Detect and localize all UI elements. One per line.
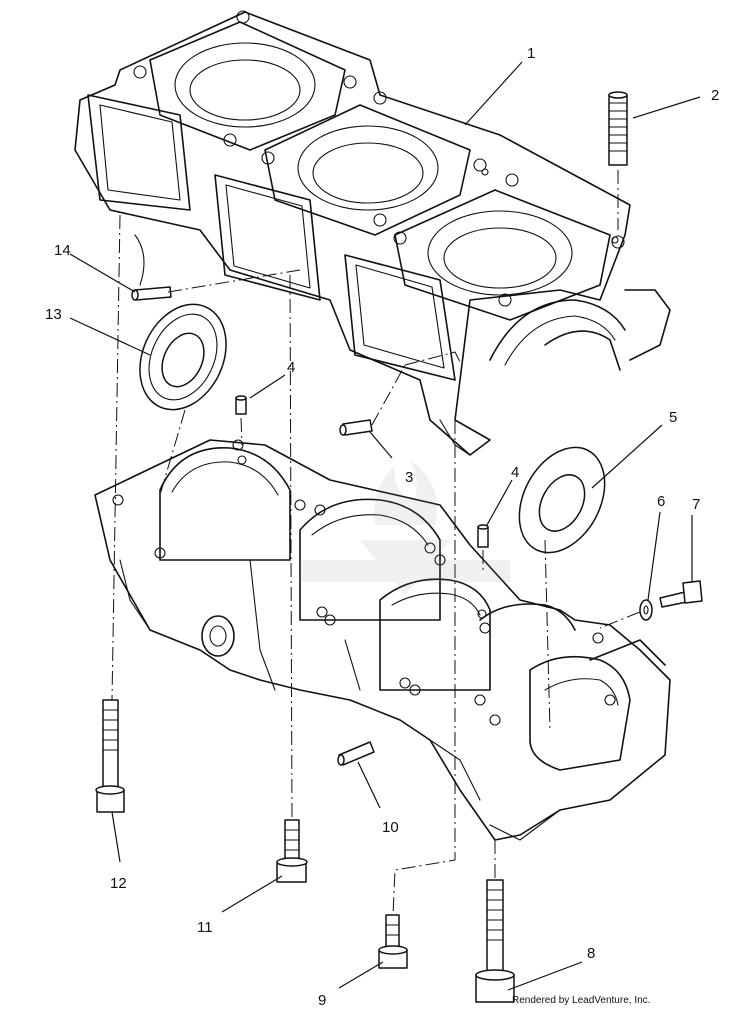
- bolt-part-11: [276, 819, 308, 883]
- callout-3: 3: [405, 469, 414, 486]
- stud-part-2: [608, 91, 628, 166]
- render-credit: Rendered by LeadVenture, Inc.: [512, 995, 651, 1006]
- assembly-centerlines: [111, 170, 641, 916]
- pin-part-10: [337, 741, 375, 766]
- leader-lines: [69, 61, 701, 991]
- washer-part-6: [639, 599, 653, 621]
- callout-4-right: 4: [511, 464, 520, 481]
- bolt-part-12: [95, 699, 125, 813]
- callout-12: 12: [110, 875, 127, 892]
- callout-5: 5: [669, 409, 678, 426]
- callout-7: 7: [692, 496, 701, 513]
- callout-6: 6: [657, 493, 666, 510]
- seal-part-13: [139, 303, 227, 411]
- callout-8: 8: [587, 945, 596, 962]
- bolt-part-7: [659, 580, 703, 608]
- callout-4-upper: 4: [287, 359, 296, 376]
- dowel-part-4b: [477, 524, 489, 548]
- pin-part-3: [339, 419, 373, 436]
- callout-1: 1: [527, 45, 536, 62]
- watermark-logo: [300, 460, 510, 595]
- bolt-part-9: [378, 914, 408, 969]
- callout-9: 9: [318, 992, 327, 1009]
- upper-crankcase: [74, 10, 671, 456]
- dowel-part-14: [131, 286, 172, 301]
- bolt-part-8: [475, 879, 515, 1003]
- callout-13: 13: [45, 306, 62, 323]
- seal-part-5: [518, 446, 606, 554]
- callout-14: 14: [54, 242, 71, 259]
- callout-11: 11: [197, 919, 213, 936]
- dowel-part-4a: [235, 395, 247, 415]
- callout-10: 10: [382, 819, 399, 836]
- callout-2: 2: [711, 87, 720, 104]
